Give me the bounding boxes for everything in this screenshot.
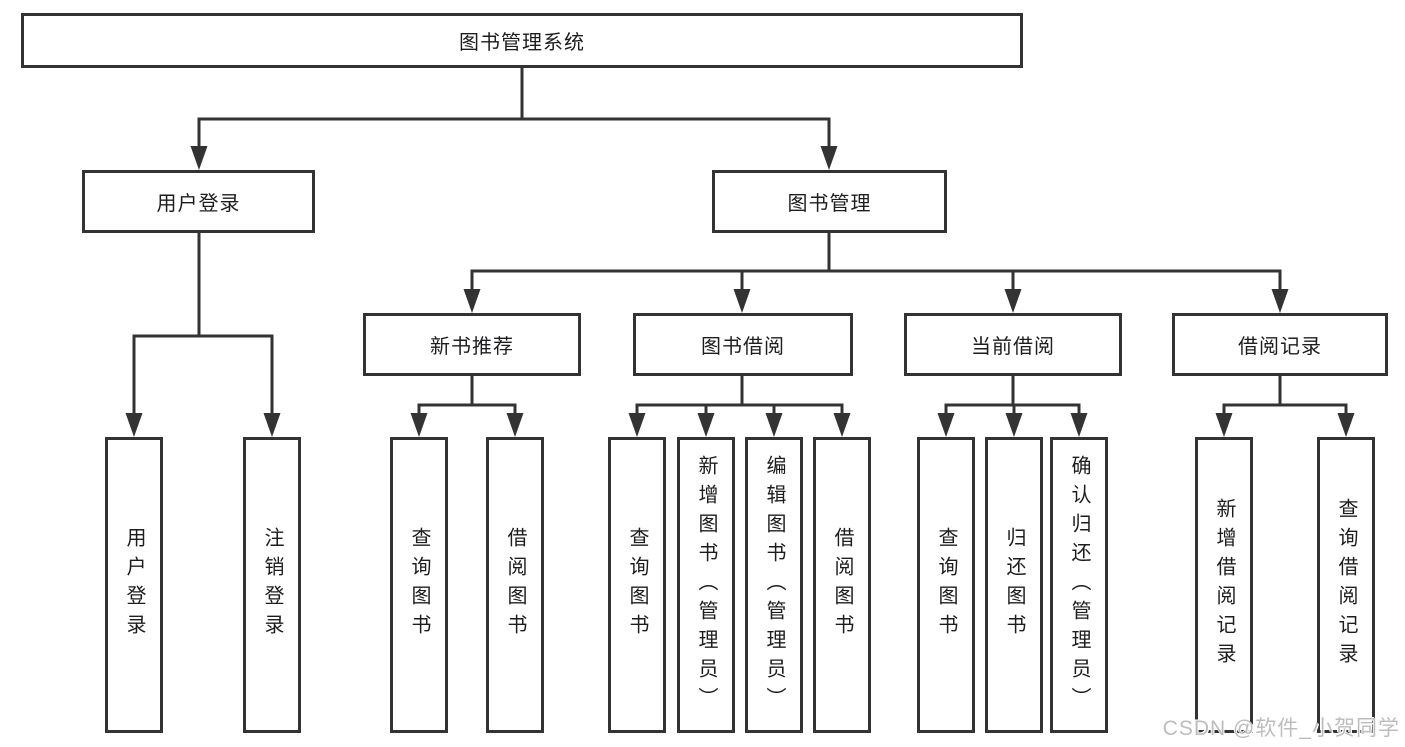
leaf-logout: 注销登录 xyxy=(243,437,301,733)
leaf-borrow-books-recommend: 借阅图书 xyxy=(486,437,544,733)
node-book-management: 图书管理 xyxy=(712,170,947,233)
leaf-query-books-borrow: 查询图书 xyxy=(608,437,666,733)
node-user-login: 用户登录 xyxy=(82,170,315,233)
leaf-edit-books-admin: 编辑图书（管理员） xyxy=(745,437,803,733)
leaf-query-books-recommend: 查询图书 xyxy=(390,437,448,733)
leaf-return-books: 归还图书 xyxy=(985,437,1043,733)
leaf-borrow-books: 借阅图书 xyxy=(813,437,871,733)
leaf-confirm-return-admin: 确认归还（管理员） xyxy=(1050,437,1108,733)
leaf-user-login: 用户登录 xyxy=(105,437,163,733)
node-library-management-system: 图书管理系统 xyxy=(21,13,1023,68)
leaf-add-books-admin: 新增图书（管理员） xyxy=(677,437,735,733)
node-book-borrowing: 图书借阅 xyxy=(633,313,853,376)
leaf-query-borrow-record: 查询借阅记录 xyxy=(1317,437,1375,733)
node-borrowing-records: 借阅记录 xyxy=(1172,313,1388,376)
leaf-query-books-current: 查询图书 xyxy=(917,437,975,733)
node-current-borrowing: 当前借阅 xyxy=(904,313,1122,376)
node-new-book-recommendation: 新书推荐 xyxy=(363,313,581,376)
leaf-add-borrow-record: 新增借阅记录 xyxy=(1195,437,1253,733)
